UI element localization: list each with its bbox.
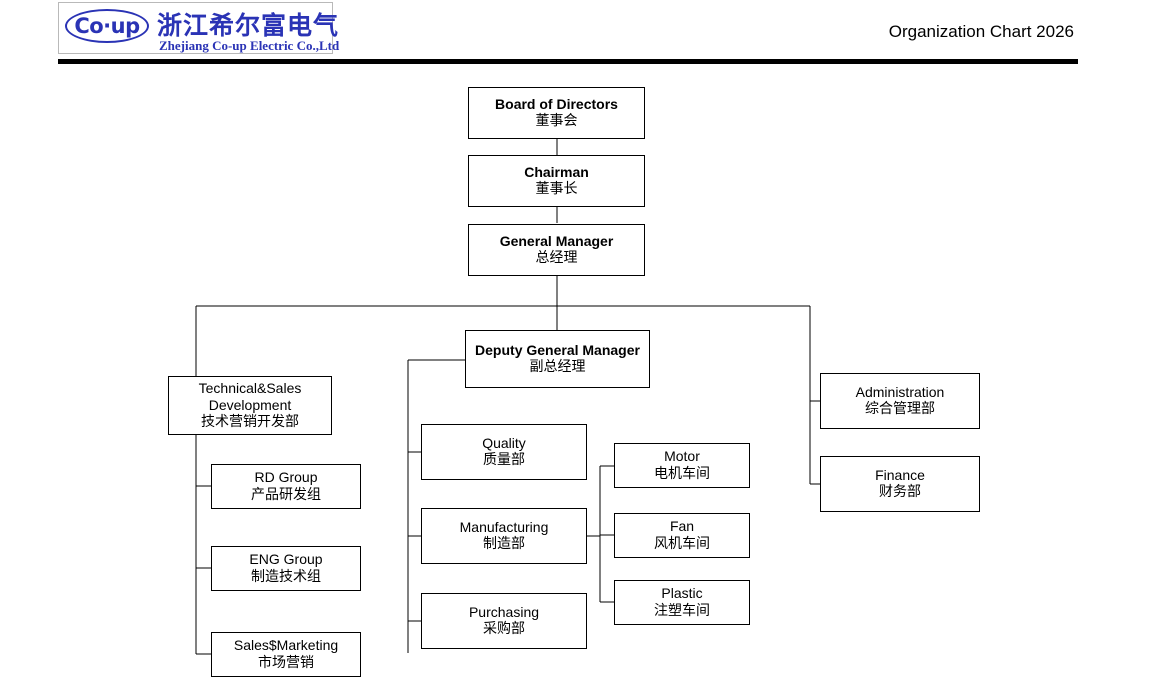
node-label-cn: 董事长	[535, 181, 578, 197]
node-deputy-general-manager[interactable]: Deputy General Manager 副总经理	[465, 330, 650, 388]
node-label-en: Motor	[664, 448, 700, 465]
node-label-en: Technical&Sales Development	[198, 380, 302, 413]
node-finance[interactable]: Finance 财务部	[820, 456, 980, 512]
node-administration[interactable]: Administration 综合管理部	[820, 373, 980, 429]
logo-mark-text: Co·up	[74, 13, 140, 38]
node-motor-workshop[interactable]: Motor 电机车间	[614, 443, 750, 488]
coup-oval-logo-icon: Co·up	[65, 9, 149, 43]
node-label-en: Quality	[482, 434, 526, 451]
node-label-cn: 质量部	[483, 452, 525, 468]
node-label-en: Fan	[669, 518, 695, 535]
node-label-cn: 电机车间	[654, 465, 710, 482]
page-header: Co·up 浙江希尔富电气 Zhejiang Co-up Electric Co…	[0, 0, 1152, 68]
node-label-en: Board of Directors	[495, 95, 618, 112]
node-label-en: General Manager	[499, 232, 614, 249]
node-chairman[interactable]: Chairman 董事长	[468, 155, 645, 207]
node-label-en: Chairman	[524, 163, 589, 180]
node-label-cn: 市场营销	[258, 654, 314, 671]
node-label-cn: 财务部	[879, 484, 921, 500]
node-technical-sales-development[interactable]: Technical&Sales Development 技术营销开发部	[168, 376, 332, 435]
node-plastic-workshop[interactable]: Plastic 注塑车间	[614, 580, 750, 625]
node-label-cn: 综合管理部	[865, 401, 935, 417]
node-label-cn: 风机车间	[654, 535, 710, 552]
node-general-manager[interactable]: General Manager 总经理	[468, 224, 645, 276]
node-eng-group[interactable]: ENG Group 制造技术组	[211, 546, 361, 591]
connector-lines	[195, 139, 820, 655]
node-manufacturing[interactable]: Manufacturing 制造部	[421, 508, 587, 564]
node-label-cn: 采购部	[483, 621, 525, 637]
org-chart: Board of Directors 董事会 Chairman 董事长 Gene…	[0, 68, 1152, 690]
node-label-cn: 技术营销开发部	[201, 413, 299, 430]
node-fan-workshop[interactable]: Fan 风机车间	[614, 513, 750, 558]
node-purchasing[interactable]: Purchasing 采购部	[421, 593, 587, 649]
node-label-cn: 董事会	[535, 113, 578, 129]
node-label-cn: 总经理	[535, 250, 578, 266]
company-name-en: Zhejiang Co-up Electric Co.,Ltd	[159, 38, 340, 53]
node-label-cn: 制造部	[483, 536, 525, 552]
node-label-en: Finance	[875, 466, 925, 483]
company-name-cn: 浙江希尔富电气	[157, 11, 340, 40]
node-rd-group[interactable]: RD Group 产品研发组	[211, 464, 361, 509]
node-label-en: Administration	[855, 383, 945, 400]
node-sales-marketing[interactable]: Sales$Marketing 市场营销	[211, 632, 361, 677]
node-label-cn: 注塑车间	[654, 602, 710, 619]
node-label-en: Plastic	[661, 585, 703, 602]
node-board-of-directors[interactable]: Board of Directors 董事会	[468, 87, 645, 139]
node-label-cn: 产品研发组	[251, 486, 321, 503]
header-divider	[58, 59, 1078, 64]
node-label-cn: 副总经理	[529, 359, 586, 375]
node-label-en: Sales$Marketing	[233, 637, 339, 654]
node-label-cn: 制造技术组	[251, 568, 321, 585]
node-quality[interactable]: Quality 质量部	[421, 424, 587, 480]
company-logo: Co·up 浙江希尔富电气 Zhejiang Co-up Electric Co…	[58, 2, 339, 54]
node-label-en: Deputy General Manager	[475, 341, 640, 358]
node-label-en: RD Group	[254, 469, 318, 486]
node-label-en: Manufacturing	[459, 518, 549, 535]
node-label-en: Purchasing	[468, 603, 540, 620]
page-title: Organization Chart 2026	[888, 22, 1074, 41]
node-label-en: ENG Group	[249, 551, 323, 568]
